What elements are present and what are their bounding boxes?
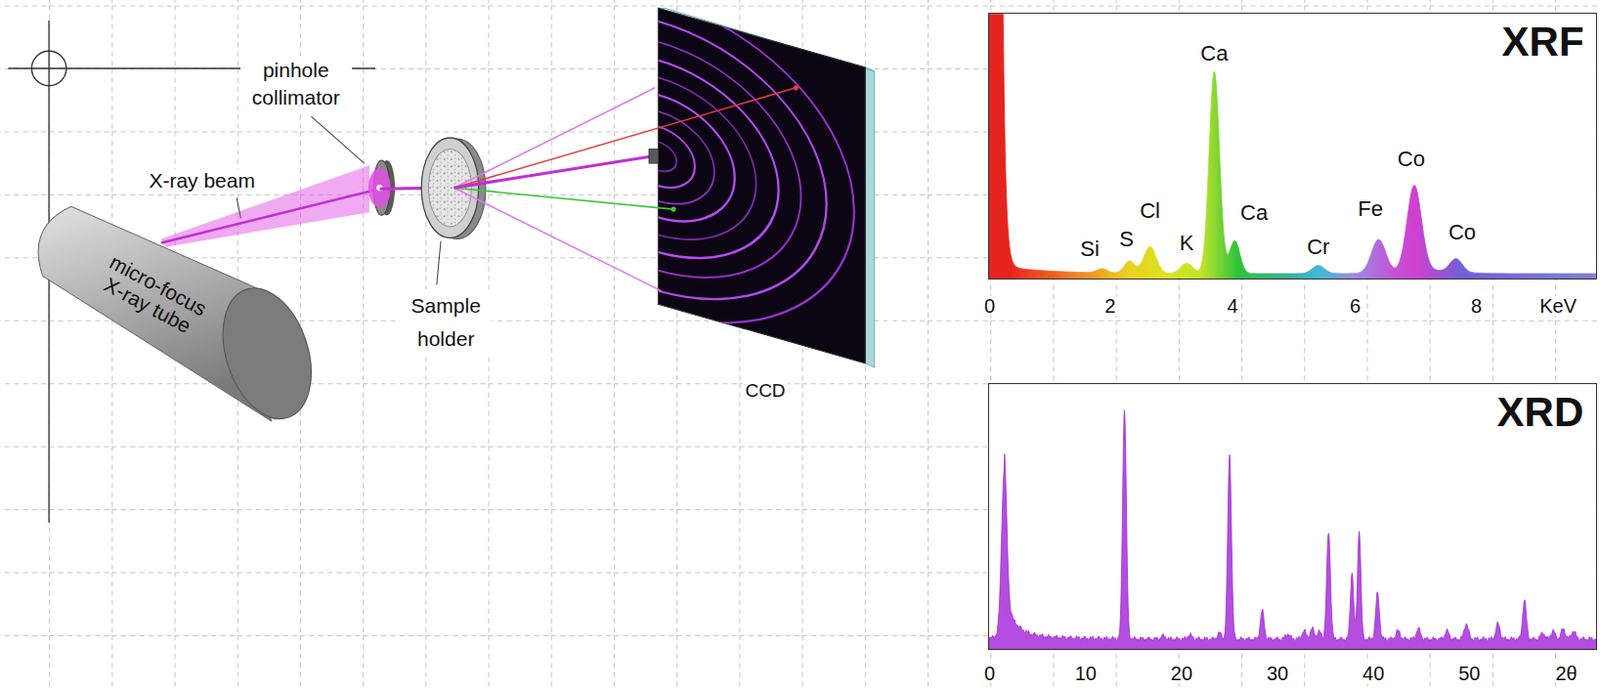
axis-unit-label: 2θ [1553,663,1579,684]
part-label: pinhole collimator [240,56,352,111]
peak-label: Cl [1137,198,1163,223]
ray-spot [793,85,799,90]
xrf-spectrum [989,14,1597,280]
axis-tick-label: 0 [982,296,997,316]
axis-tick-label: 4 [1225,296,1241,316]
part-label: Sample holder [399,289,492,355]
ccd-edge [864,67,874,368]
axis-tick-label: 40 [1360,663,1386,684]
ring [462,0,855,369]
peak-label: Fe [1355,196,1385,221]
pattern-area [989,410,1597,650]
sample-holder [421,137,486,239]
ray-spot [670,207,676,213]
chart-ground [988,383,1598,651]
axis-tick-label: 2 [1102,296,1118,316]
peak-label: Si [1078,236,1102,261]
axis-tick-label: 50 [1456,663,1482,684]
peak-label: Co [1446,219,1478,245]
peak-label: S [1117,226,1136,252]
holder-disc [421,137,478,238]
ccd-detector [462,0,875,369]
peak-label: Cr [1304,234,1332,260]
sample [428,148,472,226]
part-label: CCD [742,380,787,402]
xrd-pattern [989,410,1597,650]
part-label: X-ray beam [146,169,258,193]
ray [454,87,797,188]
axis-tick-label: 0 [982,663,997,684]
xrd-chart-panel: XRD [988,383,1598,651]
spectrum-area [989,14,1597,280]
leader-line [436,240,441,285]
ray [454,187,662,291]
axis-tick-label: 20 [1168,663,1195,684]
axis-unit-label: KeV [1537,296,1579,316]
beam-core [454,156,654,188]
beam-stop [648,148,658,164]
beam-core [161,188,380,243]
chart-title: XRD [1497,391,1585,433]
x-ray-tube: micro-focus X-ray tube [28,199,325,430]
peak-label: K [1177,230,1197,256]
diffraction-rings [462,0,855,369]
ring [581,73,736,240]
chart-ground [988,12,1598,281]
peak-label: Co [1395,146,1428,172]
leader-line [310,116,364,164]
leader-lines [236,116,441,285]
crosshair [7,20,376,523]
scattered-rays [454,85,799,291]
leader-line [236,198,241,219]
ring [560,49,756,263]
ring [489,0,827,339]
chart-title: XRF [1502,21,1585,63]
peak-label: Ca [1198,41,1230,66]
peak-label: Ca [1238,200,1270,225]
tube-end-cap [208,276,328,431]
axis-tick-label: 8 [1469,296,1484,316]
axis-tick-label: 10 [1073,663,1099,684]
axis-tick-label: 30 [1264,663,1291,684]
axis-tick-label: 6 [1347,296,1363,316]
ring [515,0,801,311]
ray [454,187,674,210]
ccd-panel [657,7,865,363]
